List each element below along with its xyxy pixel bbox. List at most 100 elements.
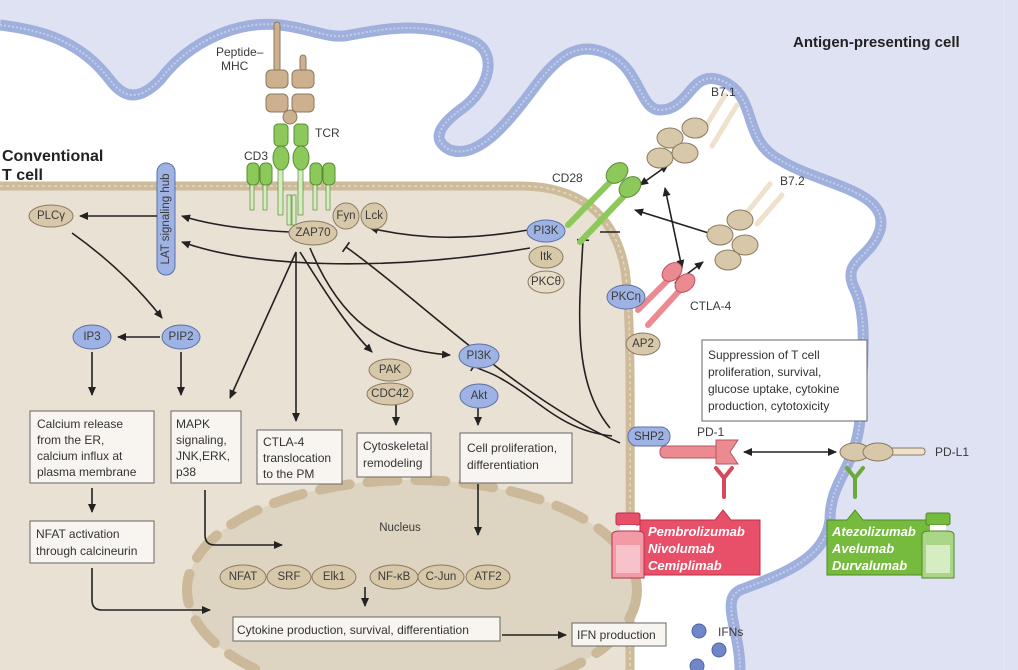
tcr-label: TCR (315, 126, 340, 140)
pd1-receptor: PD-1 (659, 425, 739, 465)
pi3k-cd28-node: PI3K (526, 219, 566, 243)
nfat-node: NFAT (219, 564, 267, 590)
svg-text:plasma membrane: plasma membrane (37, 465, 137, 479)
peptide-mhc-label-2: MHC (221, 59, 249, 73)
peptide-mhc: Peptide– MHC (216, 21, 315, 125)
svg-text:PI3K: PI3K (467, 350, 492, 362)
pdl1-ligand: PD-L1 (839, 442, 969, 462)
ap2-node: AP2 (625, 332, 661, 356)
svg-text:production, cytotoxicity: production, cytotoxicity (708, 399, 829, 413)
pak-node: PAK (368, 358, 412, 382)
svg-text:Akt: Akt (471, 390, 488, 402)
svg-text:signaling,: signaling, (176, 433, 227, 447)
svg-text:JNK,ERK,: JNK,ERK, (176, 449, 230, 463)
svg-text:NFAT: NFAT (229, 571, 258, 583)
ctla4-receptor: CTLA-4 (635, 262, 732, 328)
pkctheta-node: PKCθ (527, 270, 565, 294)
cell-proliferation-box: Cell proliferation, differentiation (459, 432, 573, 484)
apc-title: Antigen-presenting cell (793, 34, 960, 51)
cytokine-production-box: Cytokine production, survival, different… (232, 616, 501, 642)
zap70-node: ZAP70 (288, 220, 338, 246)
svg-text:ZAP70: ZAP70 (295, 227, 330, 239)
cd28-label: CD28 (552, 171, 583, 185)
cdc42-node: CDC42 (366, 382, 414, 406)
svg-text:remodeling: remodeling (363, 456, 422, 470)
ctla4-translocation-box: CTLA-4 translocation to the PM (256, 429, 343, 485)
b7-2-ligand: B7.2 (706, 174, 805, 271)
elk1-node: Elk1 (311, 564, 357, 590)
svg-text:IP3: IP3 (83, 331, 100, 343)
pdl1-inhibitor-drugs: Atezolizumab Avelumab Durvalumab (826, 466, 955, 579)
svg-text:Cytoskeletal: Cytoskeletal (363, 439, 428, 453)
svg-text:PLCγ: PLCγ (37, 210, 65, 222)
pd1-inhibitor-drugs: Pembrolizumab Nivolumab Cemiplimab (611, 466, 761, 579)
svg-text:PIP2: PIP2 (169, 331, 194, 343)
calcium-box: Calcium release from the ER, calcium inf… (29, 410, 155, 484)
svg-text:Pembrolizumab: Pembrolizumab (648, 524, 745, 539)
svg-text:PKCθ: PKCθ (531, 276, 561, 288)
svg-text:Durvalumab: Durvalumab (832, 558, 907, 573)
svg-text:from the ER,: from the ER, (37, 433, 104, 447)
peptide-mhc-label-1: Peptide– (216, 45, 264, 59)
svg-text:calcium influx at: calcium influx at (37, 449, 123, 463)
tcell-title-line1: Conventional (2, 148, 103, 165)
tcr-cd3-complex: TCR CD3 (244, 123, 340, 226)
nucleus-label: Nucleus (379, 522, 421, 534)
svg-text:Calcium release: Calcium release (37, 417, 123, 431)
svg-text:CDC42: CDC42 (371, 388, 409, 400)
pkceta-node: PKCη (606, 284, 646, 310)
svg-text:SRF: SRF (278, 571, 301, 583)
ip3-node: IP3 (72, 324, 112, 350)
svg-text:Cemiplimab: Cemiplimab (648, 558, 722, 573)
cjun-node: C-Jun (417, 564, 465, 590)
svg-text:CTLA-4: CTLA-4 (263, 435, 305, 449)
svg-text:C-Jun: C-Jun (426, 571, 457, 583)
svg-text:translocation: translocation (263, 451, 331, 465)
svg-text:AP2: AP2 (632, 338, 654, 350)
svg-text:to the PM: to the PM (263, 467, 314, 481)
vial-icon (921, 512, 955, 579)
svg-text:Atezolizumab: Atezolizumab (831, 524, 916, 539)
nfat-activation-box: NFAT activation through calcineurin (29, 520, 155, 564)
svg-text:PI3K: PI3K (534, 225, 559, 237)
svg-text:MAPK: MAPK (176, 417, 210, 431)
svg-text:LAT signaling hub: LAT signaling hub (160, 173, 172, 264)
akt-node: Akt (459, 383, 499, 409)
svg-text:PAK: PAK (379, 364, 401, 376)
svg-text:NFAT activation: NFAT activation (36, 527, 120, 541)
svg-text:Cell proliferation,: Cell proliferation, (467, 441, 557, 455)
signaling-arrows (71, 164, 837, 639)
svg-text:Suppression of T cell: Suppression of T cell (708, 348, 820, 362)
cd3-label: CD3 (244, 149, 268, 163)
svg-text:differentiation: differentiation (467, 458, 539, 472)
b71-label: B7.1 (711, 85, 736, 99)
nfkb-node: NF-κB (369, 564, 419, 590)
svg-text:IFN production: IFN production (577, 628, 656, 642)
antibody-icon (714, 466, 734, 499)
svg-text:NF-κB: NF-κB (378, 571, 411, 583)
shp2-node: SHP2 (627, 426, 671, 447)
svg-text:Cytokine production, survival,: Cytokine production, survival, different… (237, 623, 469, 637)
svg-text:proliferation, survival,: proliferation, survival, (708, 365, 821, 379)
cd28-receptor: CD28 (552, 162, 642, 245)
pd1-label: PD-1 (697, 425, 725, 439)
srf-node: SRF (266, 564, 312, 590)
plcg-node: PLCγ (28, 204, 74, 228)
svg-text:through calcineurin: through calcineurin (36, 544, 137, 558)
svg-text:Nivolumab: Nivolumab (648, 541, 715, 556)
svg-text:SHP2: SHP2 (634, 431, 664, 443)
molecules: PLCγ Fyn Lck ZAP70 PI3K Itk PKCθ PKCη AP… (28, 202, 671, 590)
svg-text:Itk: Itk (540, 251, 552, 263)
b72-label: B7.2 (780, 174, 805, 188)
svg-text:p38: p38 (176, 465, 196, 479)
pip2-node: PIP2 (161, 324, 201, 350)
lck-node: Lck (360, 202, 388, 230)
outcome-boxes: Calcium release from the ER, calcium inf… (29, 339, 868, 647)
mapk-box: MAPK signaling, JNK,ERK, p38 (170, 410, 242, 484)
ifns-label: IFNs (718, 625, 743, 639)
svg-text:Fyn: Fyn (336, 210, 355, 222)
tcell-title-line2: T cell (2, 167, 43, 184)
svg-text:glucose uptake, cytokine: glucose uptake, cytokine (708, 382, 840, 396)
svg-text:Elk1: Elk1 (323, 571, 345, 583)
